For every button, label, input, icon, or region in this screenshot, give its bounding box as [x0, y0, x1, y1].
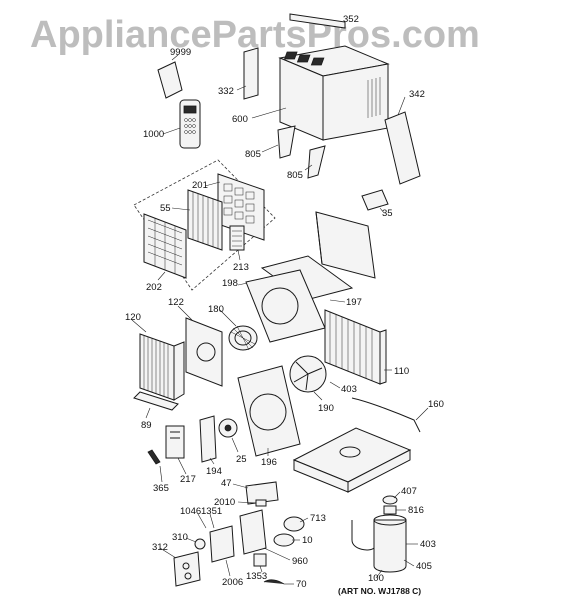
label-2010: 2010	[214, 497, 235, 508]
label-198: 198	[222, 278, 238, 289]
label-217: 217	[180, 474, 196, 485]
label-100: 100	[368, 573, 384, 584]
part-2010-clip	[237, 499, 267, 507]
label-312: 312	[152, 542, 168, 553]
part-194-bracket	[199, 415, 217, 465]
label-201: 201	[192, 180, 208, 191]
part-196-shroud	[237, 365, 301, 457]
part-fan-housing	[245, 269, 326, 343]
leader-403a	[329, 381, 341, 389]
part-352-top-rail	[289, 13, 346, 29]
label-1353: 1353	[246, 571, 267, 582]
part-10-capacitor	[273, 533, 300, 547]
part-110-condenser	[324, 309, 392, 385]
part-70-wire	[263, 579, 294, 585]
label-47: 47	[221, 478, 232, 489]
label-1046: 1046	[180, 506, 201, 517]
part-47-bracket	[232, 481, 279, 505]
label-25: 25	[236, 454, 247, 465]
part-89-drain-pan	[133, 391, 179, 419]
label-805b: 805	[287, 170, 303, 181]
part-713-capacitor	[283, 516, 309, 532]
label-805a: 805	[245, 149, 261, 160]
label-407: 407	[401, 486, 417, 497]
label-180: 180	[208, 304, 224, 315]
label-35: 35	[382, 208, 393, 219]
part-332-side-rail	[236, 47, 259, 100]
part-312-control-plate	[159, 547, 201, 587]
label-194: 194	[206, 466, 222, 477]
label-213: 213	[233, 262, 249, 273]
label-110: 110	[394, 366, 409, 377]
label-816: 816	[408, 505, 424, 516]
part-805-bracket-a	[261, 125, 296, 159]
part-405-grommet	[403, 559, 415, 567]
part-shroud-panel	[315, 211, 376, 279]
part-960-bracket	[239, 509, 291, 561]
part-25-motor	[218, 418, 239, 453]
part-600-cabinet	[251, 45, 390, 141]
label-342: 342	[409, 89, 425, 100]
part-805-bracket-b	[304, 145, 326, 179]
label-122: 122	[168, 297, 184, 308]
part-1353-relay	[253, 553, 267, 573]
part-365-cord	[147, 449, 163, 483]
part-197-top-cover	[329, 299, 346, 303]
label-365: 365	[153, 483, 169, 494]
part-190-fan-blade	[289, 355, 327, 401]
label-2006: 2006	[222, 577, 243, 588]
part-160-tube	[351, 397, 429, 433]
label-332: 332	[218, 86, 234, 97]
label-160: 160	[428, 399, 444, 410]
part-55-grille	[171, 189, 223, 251]
label-55: 55	[160, 203, 171, 214]
part-35-clip	[361, 189, 389, 214]
part-1000-remote	[162, 99, 201, 149]
label-1351: 1351	[201, 506, 222, 517]
label-403a: 403	[341, 384, 357, 395]
label-960: 960	[292, 556, 308, 567]
part-1046-thermostat	[197, 513, 207, 529]
part-100-compressor	[373, 514, 407, 579]
part-202-filter	[143, 213, 187, 281]
part-213-vent	[229, 225, 245, 261]
label-202: 202	[146, 282, 162, 293]
part-180-blower-wheel	[219, 309, 258, 351]
part-base-pan	[292, 427, 412, 493]
label-190: 190	[318, 403, 334, 414]
label-405: 405	[416, 561, 432, 572]
part-816-overload	[383, 505, 406, 515]
part-120-evaporator	[131, 319, 185, 401]
part-217-control-box	[165, 425, 187, 475]
label-10: 10	[302, 535, 313, 546]
part-1351-bracket	[209, 513, 215, 529]
label-600: 600	[232, 114, 248, 125]
part-342-side-rail	[384, 96, 421, 185]
label-89: 89	[141, 420, 152, 431]
part-403b-tube	[351, 520, 418, 551]
part-407-terminal-cover	[382, 491, 401, 505]
part-9999-manual	[157, 54, 183, 99]
label-352: 352	[343, 14, 359, 25]
label-1000: 1000	[143, 129, 164, 140]
part-2006-switch	[209, 525, 235, 577]
part-122-partition	[177, 305, 223, 387]
label-713: 713	[310, 513, 326, 524]
label-120: 120	[125, 312, 141, 323]
label-197: 197	[346, 297, 362, 308]
label-403b: 403	[420, 539, 436, 550]
label-310: 310	[172, 532, 188, 543]
label-9999: 9999	[170, 47, 191, 58]
art-number: (ART NO. WJ1788 C)	[338, 586, 422, 596]
label-196: 196	[261, 457, 277, 468]
label-70: 70	[296, 579, 307, 590]
part-310-knob	[185, 537, 206, 550]
